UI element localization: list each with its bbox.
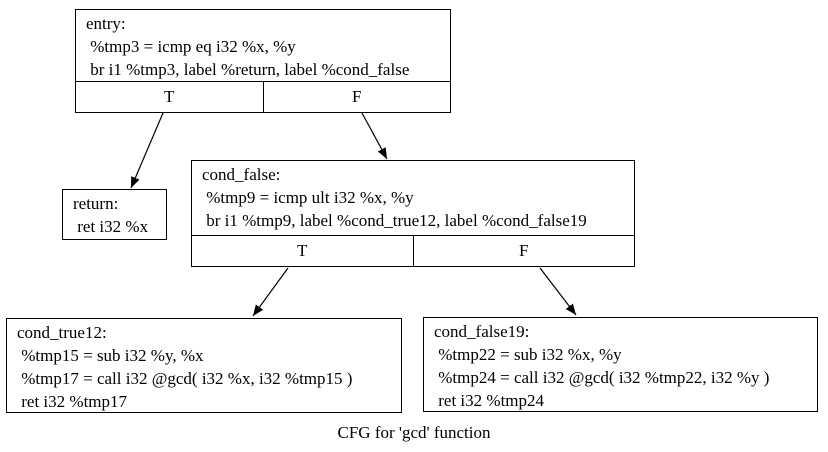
- cond-false-true-branch-cell: T: [192, 236, 414, 266]
- entry-branch-row: T F: [76, 81, 450, 112]
- code-line: %tmp17 = call i32 @gcd( i32 %x, i32 %tmp…: [17, 369, 353, 388]
- code-line: %tmp22 = sub i32 %x, %y: [434, 345, 622, 364]
- edge-cond-false-false-to-cond-false19: [539, 267, 577, 316]
- edge-cond-false-true-to-cond-true12: [252, 267, 289, 317]
- cond-true12-body: cond_true12: %tmp15 = sub i32 %y, %x %tm…: [7, 319, 401, 412]
- edge-entry-false-to-cond-false: [361, 112, 388, 160]
- edge-entry-true-to-return: [130, 112, 164, 189]
- entry-body: entry: %tmp3 = icmp eq i32 %x, %y br i1 …: [76, 10, 450, 81]
- code-line: br i1 %tmp9, label %cond_true12, label %…: [202, 211, 587, 230]
- block-label: entry:: [86, 14, 126, 33]
- code-line: %tmp24 = call i32 @gcd( i32 %tmp22, i32 …: [434, 368, 770, 387]
- code-line: %tmp15 = sub i32 %y, %x: [17, 346, 204, 365]
- code-line: ret i32 %tmp24: [434, 391, 545, 410]
- code-line: %tmp9 = icmp ult i32 %x, %y: [202, 188, 414, 207]
- code-line: %tmp3 = icmp eq i32 %x, %y: [86, 37, 296, 56]
- code-line: ret i32 %tmp17: [17, 392, 128, 411]
- entry-true-branch-cell: T: [76, 82, 264, 112]
- cond-false-body: cond_false: %tmp9 = icmp ult i32 %x, %y …: [192, 161, 634, 235]
- cond-false-branch-row: T F: [192, 235, 634, 266]
- block-label: return:: [73, 194, 119, 213]
- cfg-node-cond-false: cond_false: %tmp9 = icmp ult i32 %x, %y …: [191, 160, 635, 267]
- cfg-node-cond-true12: cond_true12: %tmp15 = sub i32 %y, %x %tm…: [6, 318, 402, 413]
- block-label: cond_false:: [202, 165, 281, 184]
- graph-caption: CFG for 'gcd' function: [337, 423, 491, 442]
- cfg-node-return: return: ret i32 %x: [62, 189, 167, 240]
- cfg-node-entry: entry: %tmp3 = icmp eq i32 %x, %y br i1 …: [75, 9, 451, 113]
- cfg-node-cond-false19: cond_false19: %tmp22 = sub i32 %x, %y %t…: [423, 317, 818, 412]
- code-line: ret i32 %x: [73, 217, 149, 236]
- return-body: return: ret i32 %x: [63, 190, 166, 239]
- cond-false-false-branch-cell: F: [519, 241, 529, 260]
- block-label: cond_true12:: [17, 323, 107, 342]
- block-label: cond_false19:: [434, 322, 530, 341]
- code-line: br i1 %tmp3, label %return, label %cond_…: [86, 60, 410, 79]
- cond-false19-body: cond_false19: %tmp22 = sub i32 %x, %y %t…: [424, 318, 817, 411]
- entry-false-branch-cell: F: [352, 87, 362, 106]
